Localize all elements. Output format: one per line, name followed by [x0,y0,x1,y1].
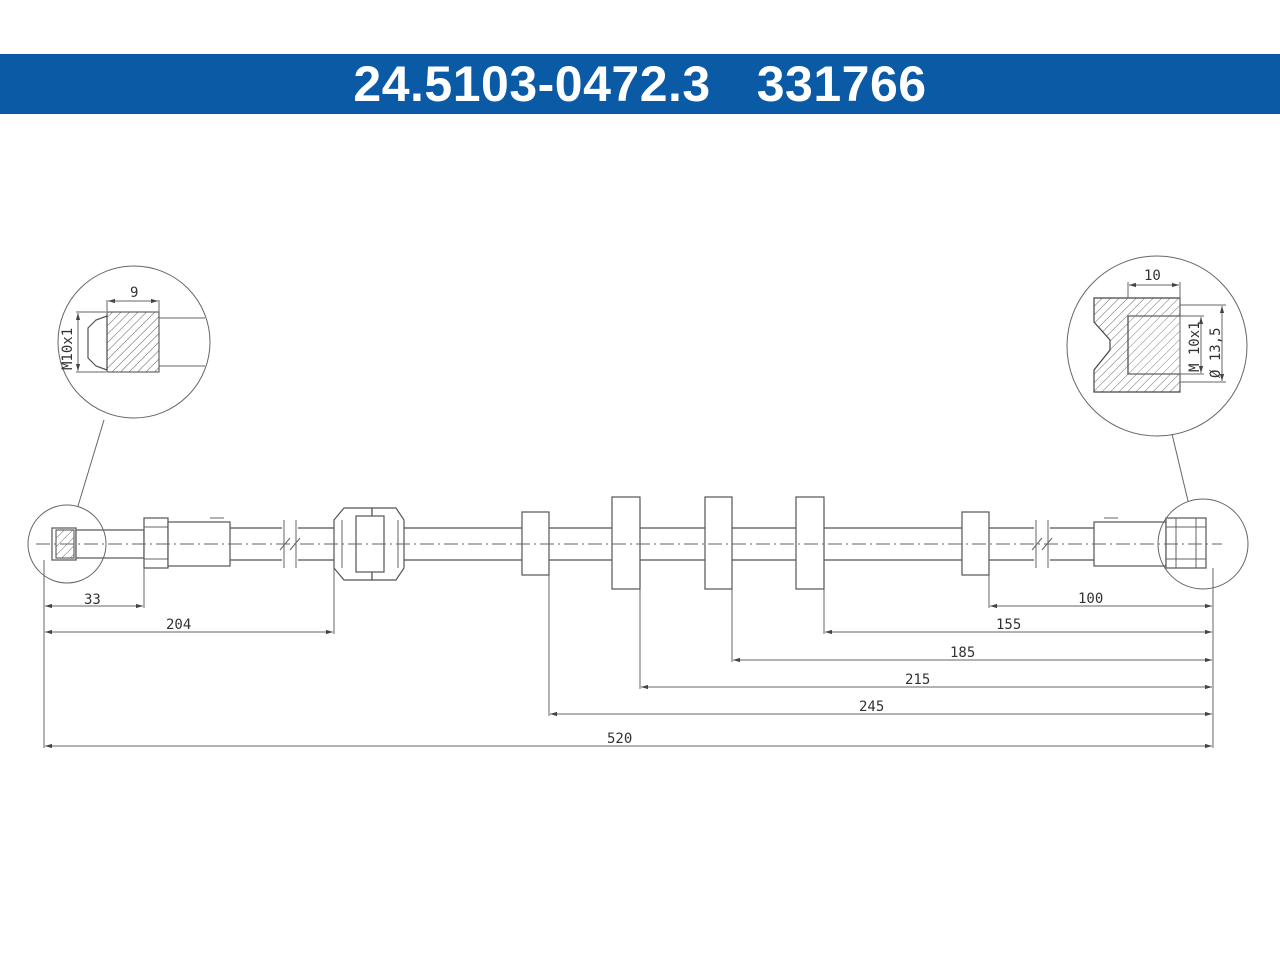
clip-155 [795,496,825,590]
left-thread-spec: M10x1 [60,328,76,370]
left-leader [77,419,105,507]
left-detail: 9 M10x1 [57,265,211,419]
dim-33-label: 33 [84,592,101,608]
bracket-grommet [333,507,405,581]
title-banner: 24.5103-0472.3 331766 [0,54,1280,114]
dimension-lines: 33 204 100 155 185 215 245 520 [43,560,1214,749]
right-diameter-spec: Ø 13,5 [1208,327,1224,378]
dim-520-label: 520 [607,731,632,747]
right-detail: 10 M 10x1 Ø 13,5 [1066,255,1248,437]
right-callout-circle [1157,498,1249,590]
left-detail-circle [57,265,211,419]
clip-215 [611,496,641,590]
clip-185 [704,496,733,590]
reference-number: 331766 [756,56,927,112]
dim-204-label: 204 [166,617,191,633]
left-fitting [51,517,231,569]
hose-assembly [27,419,1249,590]
part-number: 24.5103-0472.3 [353,56,711,112]
left-callout-circle [27,504,107,584]
right-length: 10 [1144,268,1161,284]
right-leader [1171,433,1189,502]
right-detail-circle [1066,255,1248,437]
right-fitting [1093,517,1207,569]
dim-100-label: 100 [1078,591,1103,607]
dim-185-label: 185 [950,645,975,661]
dim-215-label: 215 [905,672,930,688]
right-thread-spec: M 10x1 [1187,321,1203,372]
dim-155-label: 155 [996,617,1021,633]
left-thread-length: 9 [130,285,138,301]
dim-245-label: 245 [859,699,884,715]
